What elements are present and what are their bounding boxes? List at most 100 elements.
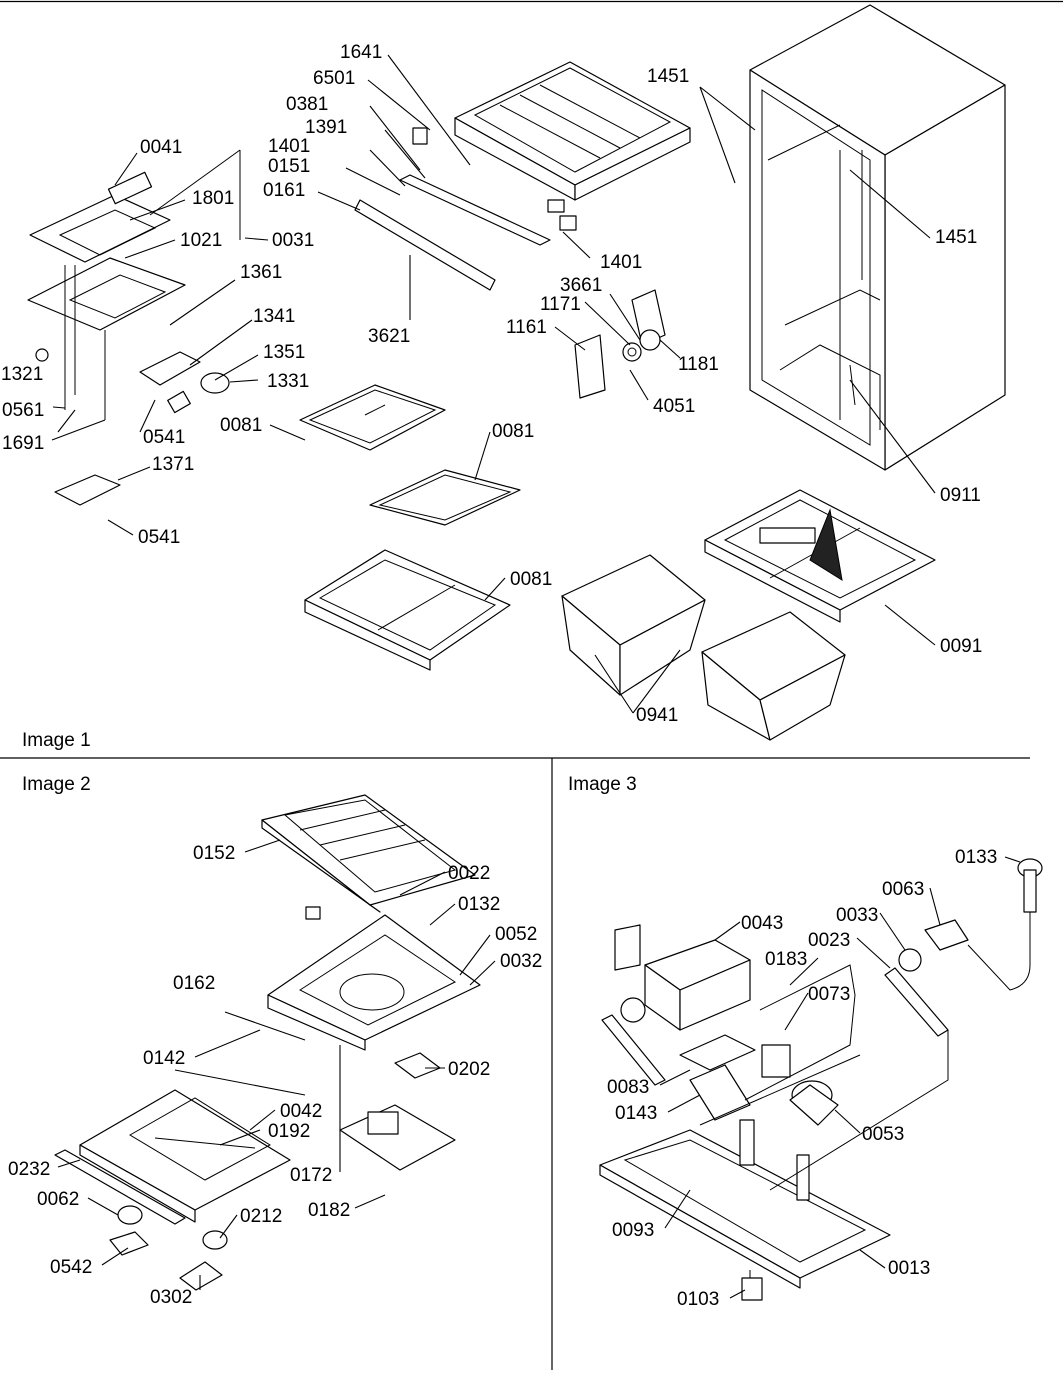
control-panel	[174, 1069, 456, 1171]
damper-assembly	[679, 1034, 810, 1201]
top-shelf	[454, 61, 691, 201]
callout-1331: 1331	[267, 371, 309, 392]
crisper-drawer-1	[561, 554, 706, 696]
glass-shelf-2	[369, 469, 521, 526]
callout-0133: 0133	[955, 847, 997, 868]
glass-shelf-1	[299, 384, 446, 451]
air-duct-assembly	[27, 149, 241, 420]
wire-harness	[699, 964, 949, 1295]
leader-lines	[51, 54, 1021, 1299]
callout-0081-left: 0081	[220, 415, 262, 436]
callout-1361: 1361	[240, 262, 282, 283]
control-box	[574, 289, 666, 399]
callout-0091: 0091	[940, 636, 982, 657]
callout-0302: 0302	[150, 1287, 192, 1308]
image3-caption: Image 3	[568, 774, 637, 795]
callout-1451-right: 1451	[935, 227, 977, 248]
callout-0381: 0381	[286, 94, 328, 115]
bulb-sockets	[54, 1149, 228, 1291]
callout-1171: 1171	[540, 294, 581, 315]
freezer-cover-tray	[267, 906, 481, 1051]
callout-0093: 0093	[612, 1220, 654, 1241]
callout-4051: 4051	[653, 396, 695, 417]
image2-labels: 0152 0022 0132 0052 0032 0162 0142 0202 …	[8, 843, 542, 1308]
callout-1321: 1321	[1, 364, 43, 385]
callout-1181: 1181	[678, 354, 719, 375]
callout-0032: 0032	[500, 951, 542, 972]
callout-0142: 0142	[143, 1048, 185, 1069]
callout-0013: 0013	[888, 1258, 930, 1279]
callout-0541-lower: 0541	[138, 527, 180, 548]
image2-parts	[54, 794, 481, 1291]
callout-1451-top: 1451	[647, 66, 689, 87]
callout-0033: 0033	[836, 905, 878, 926]
bracket-right	[884, 858, 1043, 1037]
light-bracket	[354, 127, 577, 291]
callout-0043: 0043	[741, 913, 783, 934]
callout-0103: 0103	[677, 1289, 719, 1310]
image3-parts	[599, 858, 1043, 1301]
callout-0541-upper: 0541	[143, 427, 185, 448]
callout-1161: 1161	[506, 317, 547, 338]
callout-0041: 0041	[140, 137, 182, 158]
callout-0143: 0143	[615, 1103, 657, 1124]
callout-0182: 0182	[308, 1200, 350, 1221]
control-base-plate	[599, 1129, 891, 1289]
callout-1691: 1691	[2, 433, 44, 454]
callout-1801: 1801	[192, 188, 234, 209]
callout-0022: 0022	[448, 863, 490, 884]
callout-0172: 0172	[290, 1165, 332, 1186]
callout-0073: 0073	[808, 984, 850, 1005]
light-shield	[54, 474, 121, 506]
crisper-drawer-2	[701, 611, 846, 741]
light-socket	[35, 348, 230, 414]
glass-shelf-3	[304, 549, 511, 671]
image3-labels: 0133 0063 0043 0033 0023 0183 0073 0083 …	[607, 847, 997, 1310]
callout-0162: 0162	[173, 973, 215, 994]
callout-1391: 1391	[305, 117, 347, 138]
callout-1401-right: 1401	[600, 252, 642, 273]
fan-motor	[761, 1044, 839, 1126]
callout-0161: 0161	[263, 180, 305, 201]
freezer-shelf	[261, 794, 476, 913]
callout-3621: 3621	[368, 326, 410, 347]
image1-parts	[27, 4, 1006, 741]
callout-0152: 0152	[193, 843, 235, 864]
callout-0063: 0063	[882, 879, 924, 900]
callout-1021: 1021	[180, 230, 222, 251]
callout-0192: 0192	[268, 1121, 310, 1142]
image1-labels: 1641 6501 0381 1391 1401 0151 0161 1451 …	[1, 42, 982, 726]
callout-0911: 0911	[940, 485, 981, 506]
cabinet-liner	[749, 4, 1006, 471]
callout-0232: 0232	[8, 1159, 50, 1180]
callout-0183: 0183	[765, 949, 807, 970]
callout-0042: 0042	[280, 1101, 322, 1122]
callout-3661: 3661	[560, 275, 602, 296]
callout-0202: 0202	[448, 1059, 490, 1080]
callout-0053: 0053	[862, 1124, 904, 1145]
callout-0081-lower: 0081	[510, 569, 552, 590]
thermostat-housing	[614, 924, 751, 1031]
callout-1641: 1641	[340, 42, 382, 63]
callout-0052: 0052	[495, 924, 537, 945]
image1-caption: Image 1	[22, 730, 91, 751]
callout-1371: 1371	[152, 454, 194, 475]
callout-0212: 0212	[240, 1206, 282, 1227]
callout-1341: 1341	[253, 306, 295, 327]
callout-0083: 0083	[607, 1077, 649, 1098]
callout-0062: 0062	[37, 1189, 79, 1210]
callout-0023: 0023	[808, 930, 850, 951]
callout-0151: 0151	[268, 156, 310, 177]
light-bracket-left	[601, 997, 666, 1086]
callout-1401: 1401	[268, 136, 310, 157]
callout-0081-middle: 0081	[492, 421, 534, 442]
switch-block	[741, 1277, 763, 1301]
callout-0561: 0561	[2, 400, 44, 421]
image2-caption: Image 2	[22, 774, 91, 795]
crisper-cover	[704, 489, 936, 623]
callout-0941: 0941	[636, 705, 678, 726]
callout-6501: 6501	[313, 68, 355, 89]
callout-1351: 1351	[263, 342, 305, 363]
callout-0132: 0132	[458, 894, 500, 915]
